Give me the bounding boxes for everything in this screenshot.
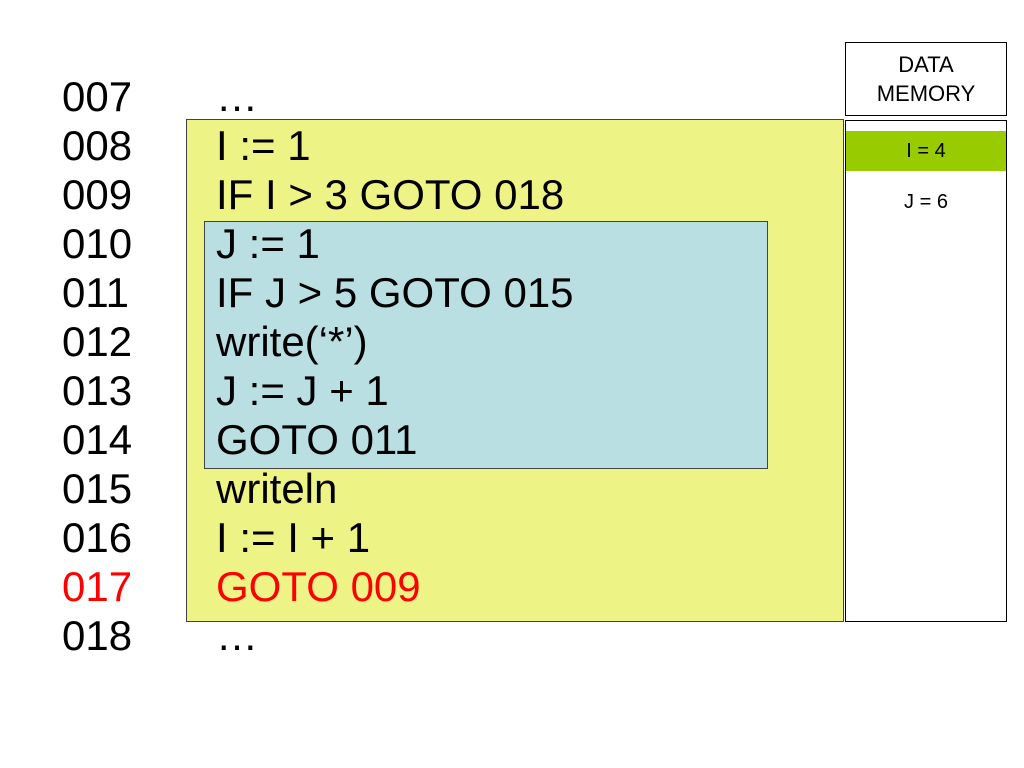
line-code: IF J > 5 GOTO 015 [216,269,574,316]
line-number: 009 [62,171,133,218]
data-memory-title-line1: DATA [898,52,954,77]
line-code: GOTO 011 [216,416,418,463]
line-code: IF I > 3 GOTO 018 [216,171,565,218]
line-code: write(‘*’) [216,318,368,365]
line-number: 011 [62,269,129,316]
line-number: 016 [62,514,133,561]
line-code: … [216,612,258,659]
inner-loop-region [204,221,768,469]
program-line-011: 011 IF J > 5 GOTO 015 [0,268,820,317]
line-number: 015 [62,465,133,512]
memory-cell-i: I = 4 [846,131,1006,171]
program-line-017-current: 017 GOTO 009 [0,562,820,611]
program-line-012: 012 write(‘*’) [0,317,820,366]
line-code: I := I + 1 [216,514,371,561]
line-number: 017 [62,563,133,610]
data-memory-title-line2: MEMORY [876,81,976,106]
program-line-015: 015 writeln [0,464,820,513]
program-line-010: 010 J := 1 [0,219,820,268]
program-line-016: 016 I := I + 1 [0,513,820,562]
program-line-009: 009 IF I > 3 GOTO 018 [0,170,820,219]
line-code: J := J + 1 [216,367,389,414]
line-number: 014 [62,416,133,463]
line-number: 013 [62,367,133,414]
line-number: 018 [62,612,133,659]
line-number: 010 [62,220,133,267]
line-number: 012 [62,318,133,365]
memory-cell-j: J = 6 [904,191,948,213]
line-code: writeln [216,465,338,512]
line-code: J := 1 [216,220,320,267]
line-code: GOTO 009 [216,563,421,610]
program-line-014: 014 GOTO 011 [0,415,820,464]
program-line-008: 008 I := 1 [0,121,820,170]
program-line-013: 013 J := J + 1 [0,366,820,415]
line-number: 008 [62,122,133,169]
line-code: … [216,73,258,120]
line-code: I := 1 [216,122,311,169]
data-memory-panel: I = 4 J = 6 [845,120,1007,622]
line-number: 007 [62,73,133,120]
data-memory-header: DATA MEMORY [845,42,1007,116]
program-line-007: 007 … [0,72,820,121]
program-line-018: 018 … [0,611,820,660]
